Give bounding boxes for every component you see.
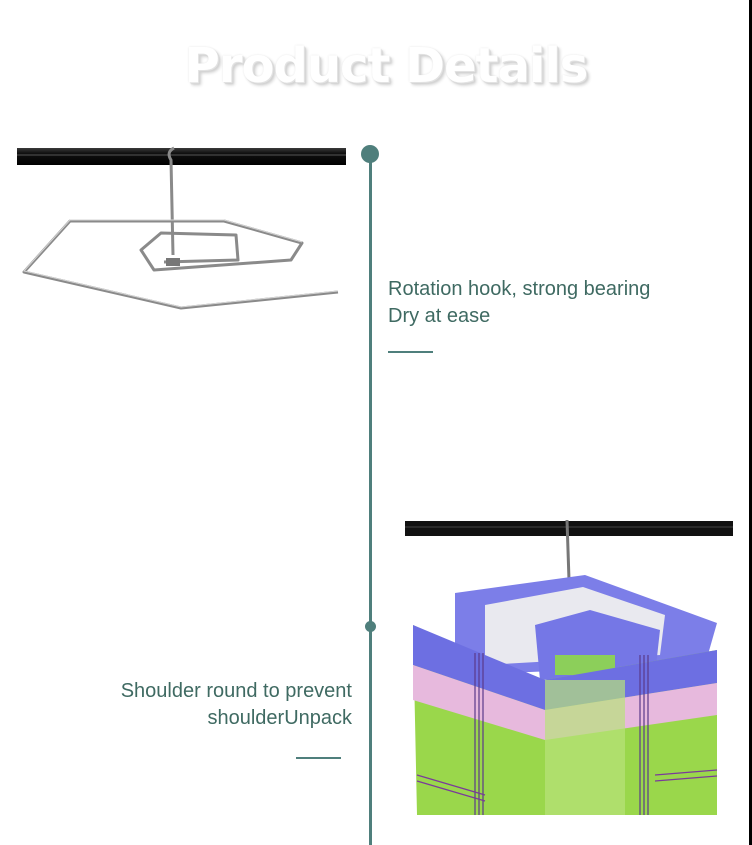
hanger-with-sheet-photo xyxy=(405,519,733,815)
timeline-line xyxy=(369,154,372,845)
page-edge-divider xyxy=(749,0,752,845)
feature-2-line-1: Shoulder round to prevent xyxy=(120,680,352,702)
timeline-dot-2 xyxy=(365,621,376,632)
hanger-photo xyxy=(17,146,346,310)
feature-1-line-1: Rotation hook, strong bearing xyxy=(388,278,651,300)
feature-2-line-2: shoulderUnpack xyxy=(207,707,352,729)
page-title: Product Details xyxy=(184,38,589,94)
feature-1-line-2: Dry at ease xyxy=(388,305,491,327)
feature-shoulder-round: Shoulder round to prevent shoulderUnpack xyxy=(90,678,352,732)
feature-1-underline xyxy=(388,351,433,353)
feature-2-underline xyxy=(296,757,341,759)
feature-rotation-hook: Rotation hook, strong bearing Dry at eas… xyxy=(388,276,650,330)
timeline-dot-1 xyxy=(361,145,379,163)
